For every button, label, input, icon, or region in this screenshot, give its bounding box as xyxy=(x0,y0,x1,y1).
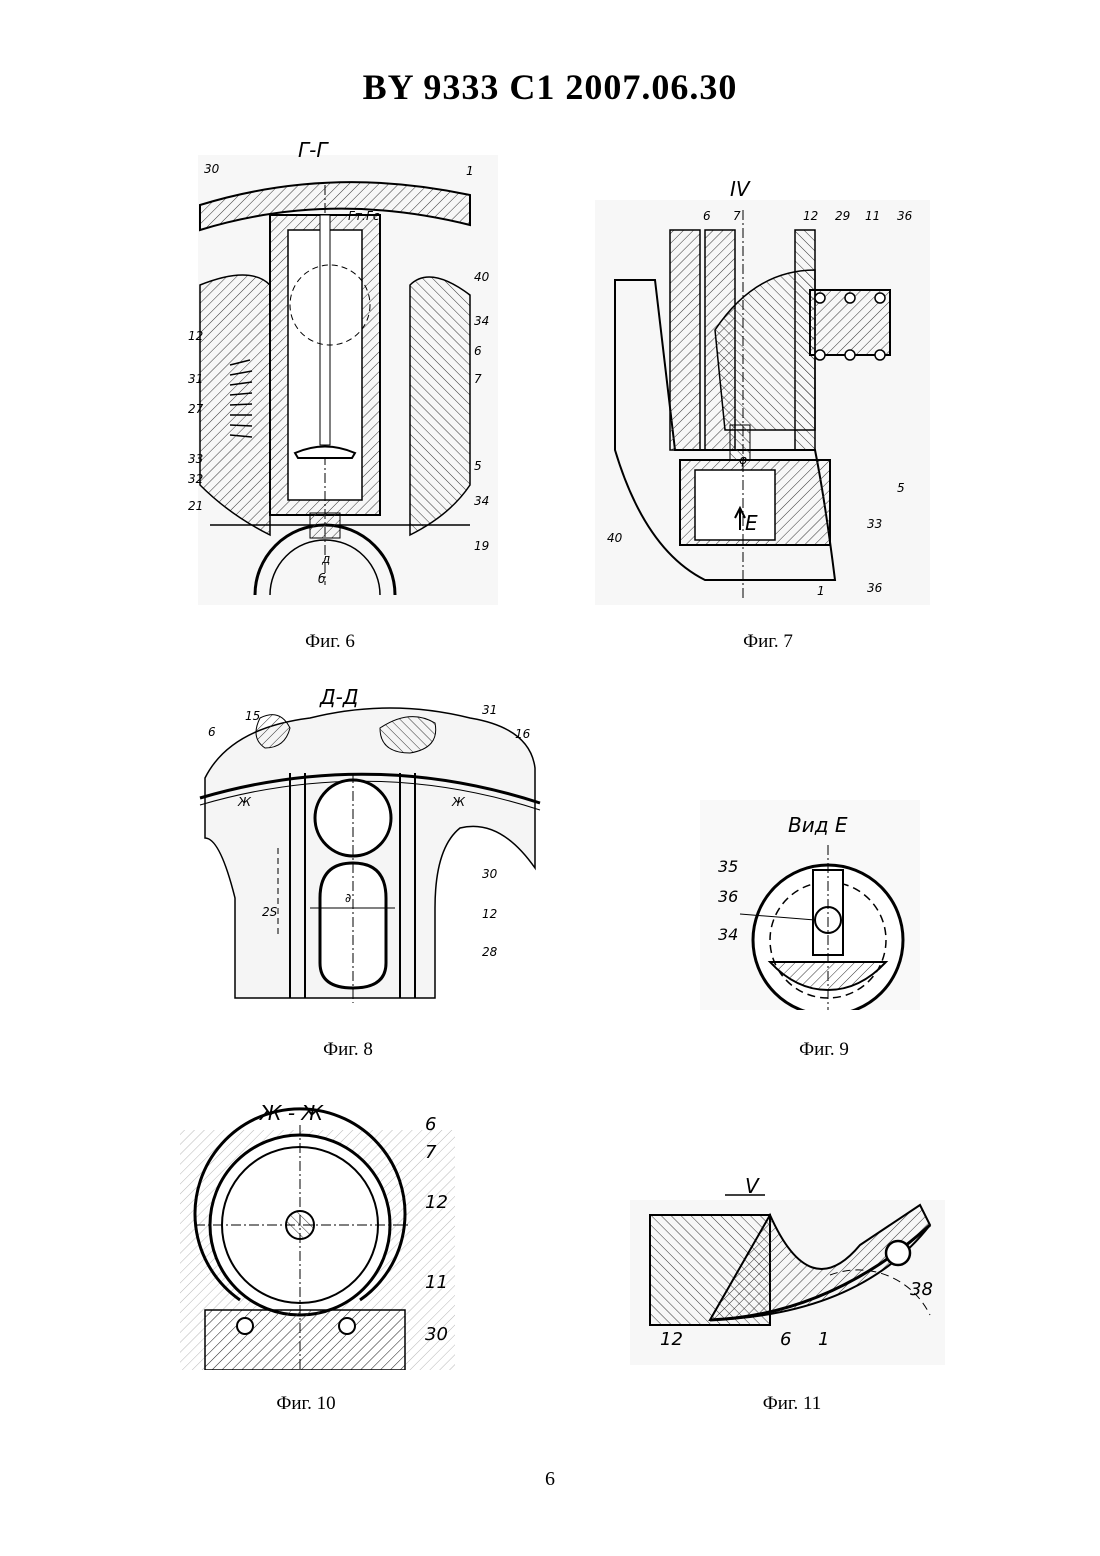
figure-9: Вид Е 35 36 34 xyxy=(700,800,920,1010)
fig7-label: 7 xyxy=(733,209,741,223)
fig7-label-E: Е xyxy=(745,511,758,535)
fig6-label: 40 xyxy=(474,270,490,284)
fig8-label: 2S xyxy=(262,905,278,919)
fig9-section-title: Вид Е xyxy=(788,813,848,837)
figure-11-drawing: V 12 6 1 38 xyxy=(630,1165,945,1365)
figure-8-drawing: Д-Д 6 15 31 16 Ж Ж 30 12 28 2S ∂ xyxy=(190,678,550,1008)
fig9-label: 36 xyxy=(718,887,738,906)
fig7-label-phi: φ xyxy=(739,453,747,467)
fig6-label: 21 xyxy=(188,499,203,513)
fig8-label: 16 xyxy=(515,727,531,741)
figure-6-caption: Фиг. 6 xyxy=(250,631,410,653)
fig7-label: 36 xyxy=(897,209,913,223)
fig7-label: 40 xyxy=(607,531,623,545)
figure-9-caption: Фиг. 9 xyxy=(744,1039,904,1061)
fig10-label: 11 xyxy=(425,1272,448,1293)
figure-8: Д-Д 6 15 31 16 Ж Ж 30 12 28 2S ∂ xyxy=(190,678,550,1008)
fig7-label: 33 xyxy=(867,517,882,531)
fig6-label: 12 xyxy=(188,329,203,343)
fig7-label: 11 xyxy=(865,209,880,223)
fig9-label: 34 xyxy=(718,925,738,944)
fig8-label: 31 xyxy=(482,703,497,717)
fig11-label: 6 xyxy=(780,1329,791,1350)
fig6-label: б xyxy=(318,572,326,586)
fig10-label: 6 xyxy=(425,1114,436,1135)
fig6-label: 32 xyxy=(188,472,203,486)
fig8-label: Ж xyxy=(451,795,466,809)
fig6-label: д xyxy=(321,552,330,566)
fig8-label: 12 xyxy=(482,907,497,921)
fig9-label: 35 xyxy=(718,857,738,876)
figure-7-drawing: IV Е φ 6 7 12 29 11 36 5 33 36 1 40 xyxy=(595,170,930,605)
fig10-label: 7 xyxy=(425,1142,437,1163)
fig8-label: 15 xyxy=(245,709,260,723)
fig8-label: 28 xyxy=(482,945,498,959)
fig6-label: 33 xyxy=(188,452,203,466)
fig7-label: 5 xyxy=(897,481,905,495)
fig8-label: Ж xyxy=(237,795,252,809)
fig7-label: 12 xyxy=(803,209,818,223)
figure-7-caption: Фиг. 7 xyxy=(688,631,848,653)
fig8-label: ∂ xyxy=(345,891,351,905)
figure-10: Ж - Ж 6 7 12 11 30 xyxy=(155,1090,455,1370)
figure-8-caption: Фиг. 8 xyxy=(268,1039,428,1061)
fig6-label: 6 xyxy=(474,344,482,358)
fig6-force-label-2: Fc xyxy=(366,209,380,223)
fig11-label: 12 xyxy=(660,1329,683,1350)
figure-11: V 12 6 1 38 xyxy=(630,1165,945,1365)
figure-9-drawing: Вид Е 35 36 34 xyxy=(700,800,920,1010)
fig7-label: 29 xyxy=(835,209,850,223)
fig7-label: 1 xyxy=(817,584,825,598)
fig6-label: 34 xyxy=(474,314,489,328)
fig6-force-label-1: Fт. xyxy=(348,209,366,223)
fig6-section-title: Г-Г xyxy=(298,138,329,162)
figure-6-drawing: Г-Г Fт. Fc 30 1 40 34 6 7 12 31 xyxy=(170,135,500,605)
fig8-section-title: Д-Д xyxy=(319,685,358,709)
fig6-label: 1 xyxy=(466,164,474,178)
figure-7: IV Е φ 6 7 12 29 11 36 5 33 36 1 40 xyxy=(595,170,930,605)
fig8-label: 30 xyxy=(482,867,498,881)
fig6-label: 27 xyxy=(188,402,204,416)
fig11-label: 1 xyxy=(818,1329,829,1350)
fig6-label: 30 xyxy=(204,162,220,176)
page-number: 6 xyxy=(0,1468,1100,1491)
figure-10-caption: Фиг. 10 xyxy=(226,1393,386,1415)
fig10-label: 12 xyxy=(425,1192,448,1213)
fig6-label: 5 xyxy=(474,459,482,473)
figure-11-caption: Фиг. 11 xyxy=(712,1393,872,1415)
patent-header: BY 9333 C1 2007.06.30 xyxy=(0,66,1100,108)
fig7-section-title: IV xyxy=(730,177,751,201)
fig11-label: 38 xyxy=(910,1279,933,1300)
fig6-label: 19 xyxy=(474,539,489,553)
fig6-label: 31 xyxy=(188,372,203,386)
fig6-label: 34 xyxy=(474,494,489,508)
fig7-label: 6 xyxy=(703,209,711,223)
fig7-label: 36 xyxy=(867,581,883,595)
fig6-label: 7 xyxy=(474,372,482,386)
figure-10-drawing: Ж - Ж 6 7 12 11 30 xyxy=(155,1090,455,1370)
fig8-label: 6 xyxy=(208,725,216,739)
fig10-label: 30 xyxy=(425,1324,448,1345)
figure-6: Г-Г Fт. Fc 30 1 40 34 6 7 12 31 xyxy=(170,135,500,605)
